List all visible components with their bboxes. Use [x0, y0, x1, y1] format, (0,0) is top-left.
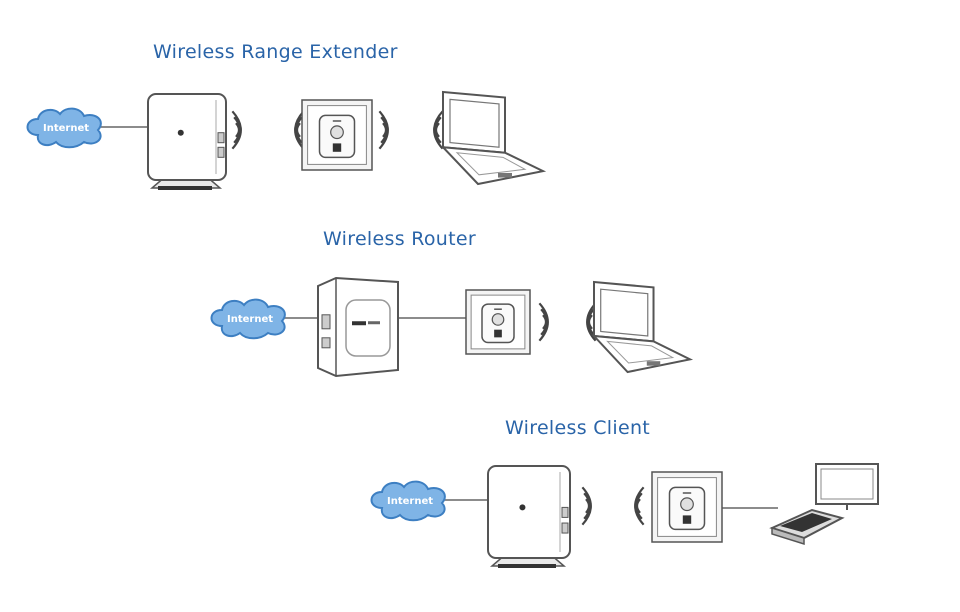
internet-cloud-icon: Internet — [370, 480, 446, 522]
wireless-router-icon — [317, 276, 399, 378]
wall-plug-extender-icon — [465, 289, 531, 355]
wireless-router-title: Wireless Router — [323, 228, 477, 250]
wifi-signal-waves-icon — [294, 110, 305, 150]
desktop-computer-icon — [769, 463, 879, 546]
wifi-signal-waves-icon — [634, 486, 645, 526]
wall-plug-extender-icon — [301, 99, 373, 171]
internet-cloud-icon: Internet — [210, 298, 286, 340]
wifi-signal-waves-icon — [433, 110, 444, 150]
wifi-signal-waves-icon — [231, 110, 242, 150]
laptop-icon — [440, 90, 547, 186]
wireless-router-icon — [147, 93, 227, 190]
range-extender-title: Wireless Range Extender — [153, 41, 398, 63]
wall-plug-extender-icon — [651, 471, 723, 543]
wireless-router-icon — [487, 465, 571, 568]
internet-cloud-label: Internet — [387, 496, 433, 507]
internet-cloud-label: Internet — [43, 123, 89, 134]
laptop-icon — [591, 280, 694, 374]
internet-cloud-label: Internet — [227, 314, 273, 325]
wifi-signal-waves-icon — [581, 486, 592, 526]
internet-cloud-icon: Internet — [26, 107, 102, 149]
wifi-signal-waves-icon — [538, 302, 549, 342]
wifi-signal-waves-icon — [378, 110, 389, 150]
wireless-client-title: Wireless Client — [505, 417, 651, 439]
